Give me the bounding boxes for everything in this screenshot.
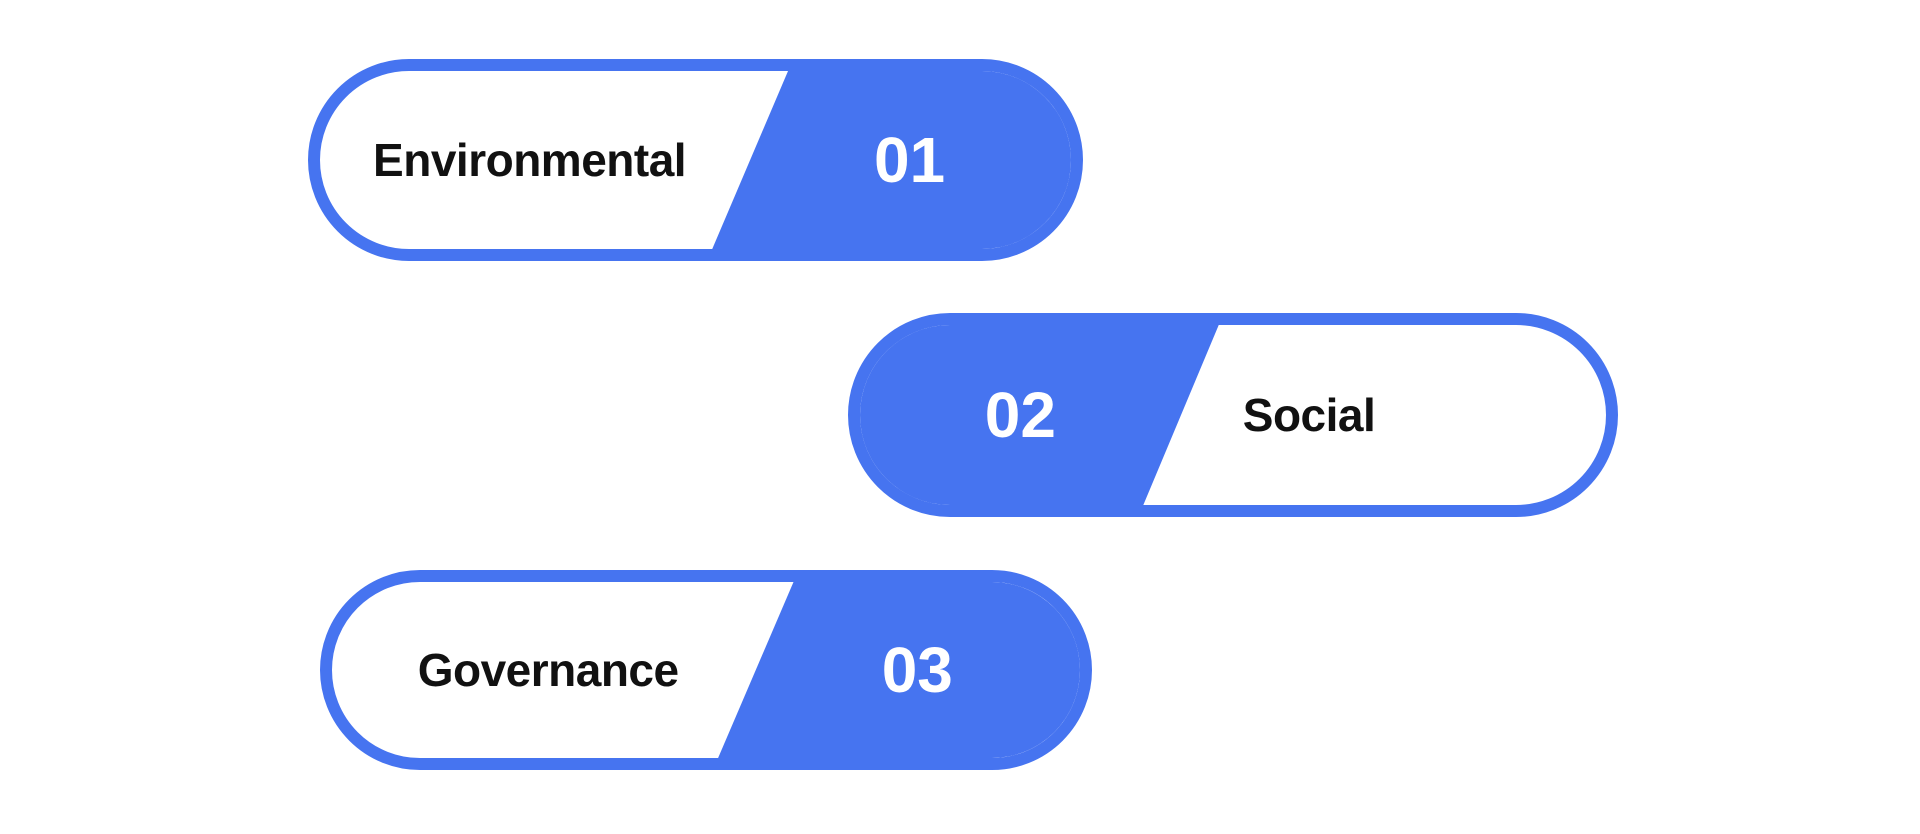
pill-social-number: 02	[984, 379, 1056, 451]
pill-governance-number-zone: 03	[755, 582, 1080, 758]
pill-social-number-zone: 02	[860, 325, 1181, 505]
pill-governance-label-zone: Governance	[332, 582, 755, 758]
pill-social-label-zone: Social	[1181, 325, 1606, 505]
pill-social-label: Social	[1242, 389, 1376, 441]
pill-governance-number: 03	[881, 634, 953, 706]
pill-governance: Governance 03	[320, 570, 1092, 770]
pill-environmental-number: 01	[873, 124, 946, 196]
pill-environmental: Environmental 01	[308, 59, 1083, 261]
pill-social: 02 Social	[848, 313, 1618, 517]
pill-governance-label: Governance	[417, 644, 679, 696]
pill-environmental-number-zone: 01	[748, 71, 1071, 249]
pill-environmental-label: Environmental	[373, 134, 687, 186]
pill-environmental-label-zone: Environmental	[320, 71, 748, 249]
